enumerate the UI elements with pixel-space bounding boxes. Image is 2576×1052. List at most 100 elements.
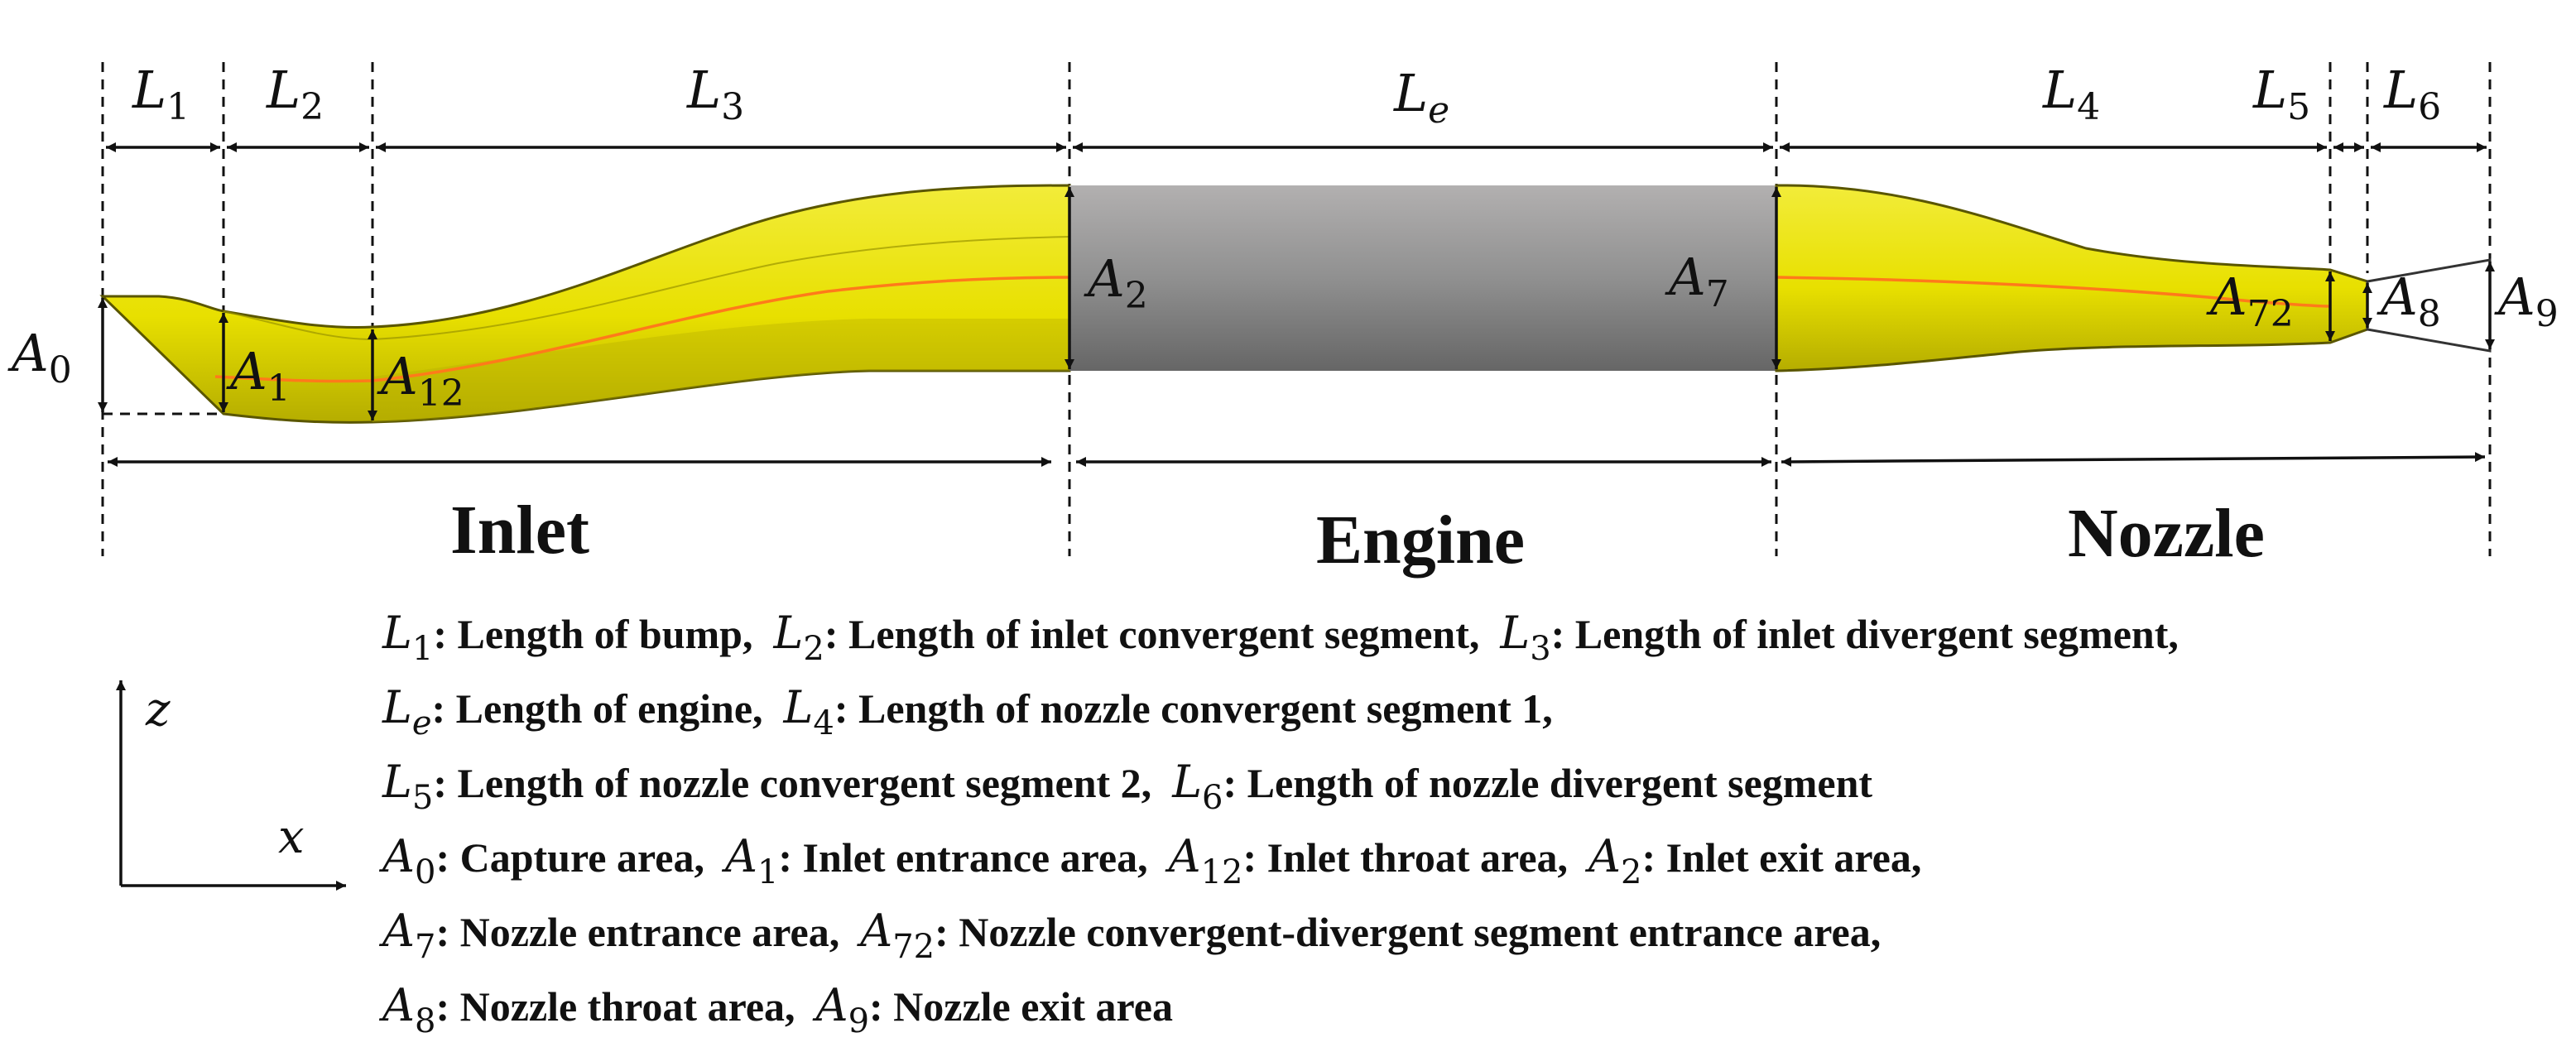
legend-item: A12: Inlet throat area, (1169, 830, 1569, 891)
legend-item: L3: Length of inlet divergent segment, (1500, 607, 2179, 668)
legend-symbol: A (1168, 830, 1201, 882)
legend-subscript: 12 (1200, 853, 1243, 891)
legend-item: A2: Inlet exit area, (1588, 830, 1922, 891)
legend-subscript: 1 (757, 853, 779, 891)
legend-item: A0: Capture area, (382, 830, 704, 891)
legend-description: : Nozzle throat area, (435, 983, 795, 1030)
legend-item: A7: Nozzle entrance area, (382, 905, 840, 966)
label-l1: L1 (132, 60, 190, 128)
legend-symbol: A (382, 830, 415, 882)
legend-item: A8: Nozzle throat area, (382, 979, 795, 1040)
legend-symbol: A (382, 979, 415, 1031)
legend-symbol: L (382, 681, 412, 733)
legend-symbol: A (1588, 830, 1622, 882)
area-arrows (98, 187, 2495, 420)
legend-symbol: L (773, 607, 804, 659)
legend-subscript: 7 (415, 928, 436, 966)
legend-symbol: L (382, 607, 412, 659)
inlet-duct (99, 184, 1071, 424)
nozzle-centerline (1776, 276, 2331, 308)
length-labels: L1 L2 L3 Le L4 L5 L6 (132, 60, 2441, 132)
section-labels: Inlet Engine Nozzle (450, 492, 2265, 579)
legend-subscript: 0 (415, 853, 436, 891)
label-a2: A2 (1084, 248, 1148, 317)
legend-symbol: A (860, 905, 893, 957)
label-a8: A8 (2377, 267, 2441, 335)
label-l3: L3 (686, 60, 744, 128)
legend-item: L6: Length of nozzle divergent segment (1172, 756, 1873, 817)
label-l4: L4 (2042, 60, 2100, 128)
legend-line: Le: Length of engine, L4: Length of nozz… (382, 670, 2179, 745)
legend-line: A0: Capture area, A1: Inlet entrance are… (382, 819, 2179, 894)
engine-body (1069, 185, 1776, 371)
legend-subscript: 6 (1202, 779, 1223, 817)
inlet-duct-inner-edge (223, 236, 1070, 341)
legend-line: A8: Nozzle throat area, A9: Nozzle exit … (382, 968, 2179, 1043)
legend-description: : Nozzle exit area (869, 983, 1173, 1030)
legend-subscript: 5 (411, 779, 434, 817)
legend-item: L1: Length of bump, (382, 607, 753, 668)
legend-item: L4: Length of nozzle convergent segment … (784, 681, 1553, 742)
legend-symbol: A (382, 905, 415, 957)
legend-description: : Length of nozzle divergent segment (1223, 760, 1873, 806)
section-arrows (108, 452, 2486, 467)
legend-item: L2: Length of inlet convergent segment, (774, 607, 1480, 668)
legend-symbol: A (815, 979, 848, 1031)
legend-item: Le: Length of engine, (382, 681, 763, 742)
legend-subscript: 2 (803, 630, 824, 668)
inlet-duct-lower-shade (372, 319, 1069, 422)
section-label-engine: Engine (1316, 502, 1525, 579)
legend-line: L1: Length of bump, L2: Length of inlet … (382, 596, 2179, 670)
legend-description: : Length of inlet divergent segment, (1550, 611, 2179, 657)
legend-description: : Inlet exit area, (1641, 834, 1922, 881)
label-a72: A72 (2206, 267, 2294, 335)
label-l2: L2 (266, 60, 324, 128)
axes: z x (116, 680, 346, 891)
label-le: Le (1393, 63, 1449, 132)
legend-description: : Length of bump, (433, 611, 753, 657)
legend-subscript: 3 (1530, 630, 1551, 668)
label-l5: L5 (2252, 60, 2310, 128)
label-a9: A9 (2494, 267, 2559, 335)
legend-description: : Inlet entrance area, (778, 834, 1148, 881)
inlet-centerline (214, 276, 1070, 383)
legend-subscript: 8 (415, 1002, 436, 1040)
legend-description: : Length of inlet convergent segment, (824, 611, 1480, 657)
legend-description: : Length of engine, (431, 685, 763, 732)
legend-item: L5: Length of nozzle convergent segment … (382, 756, 1152, 817)
label-l6: L6 (2383, 60, 2441, 128)
legend-description: : Nozzle convergent-divergent segment en… (935, 909, 1882, 955)
legend-subscript: 2 (1621, 853, 1642, 891)
label-a1: A1 (226, 341, 291, 410)
legend-symbol: L (783, 681, 814, 733)
section-label-inlet: Inlet (450, 492, 589, 569)
x-axis-label: x (278, 810, 305, 864)
legend-subscript: e (411, 704, 432, 742)
legend-symbol: L (1500, 607, 1531, 659)
legend-subscript: 72 (892, 928, 935, 966)
section-label-nozzle: Nozzle (2068, 495, 2265, 572)
legend-description: : Length of nozzle convergent segment 1, (834, 685, 1553, 732)
label-a7: A7 (1665, 247, 1729, 315)
legend-description: : Inlet throat area, (1242, 834, 1569, 881)
legend-subscript: 4 (813, 704, 834, 742)
legend-line: A7: Nozzle entrance area, A72: Nozzle co… (382, 894, 2179, 968)
legend-subscript: 9 (848, 1002, 870, 1040)
legend-subscript: 1 (411, 630, 434, 668)
legend-item: A72: Nozzle convergent-divergent segment… (860, 905, 1882, 966)
legend-line: L5: Length of nozzle convergent segment … (382, 745, 2179, 819)
legend: L1: Length of bump, L2: Length of inlet … (382, 596, 2179, 1043)
legend-description: : Nozzle entrance area, (435, 909, 840, 955)
area-labels: A0 A1 A12 A2 A7 A72 A8 A9 (7, 247, 2559, 415)
legend-item: A1: Inlet entrance area, (725, 830, 1148, 891)
label-a12: A12 (377, 346, 464, 415)
legend-item: A9: Nozzle exit area (816, 979, 1173, 1040)
legend-symbol: L (1172, 756, 1203, 808)
z-axis-label: z (145, 683, 171, 737)
legend-description: : Capture area, (435, 834, 704, 881)
legend-symbol: L (382, 756, 412, 808)
legend-symbol: A (724, 830, 757, 882)
label-a0: A0 (7, 323, 72, 391)
legend-description: : Length of nozzle convergent segment 2, (433, 760, 1152, 806)
